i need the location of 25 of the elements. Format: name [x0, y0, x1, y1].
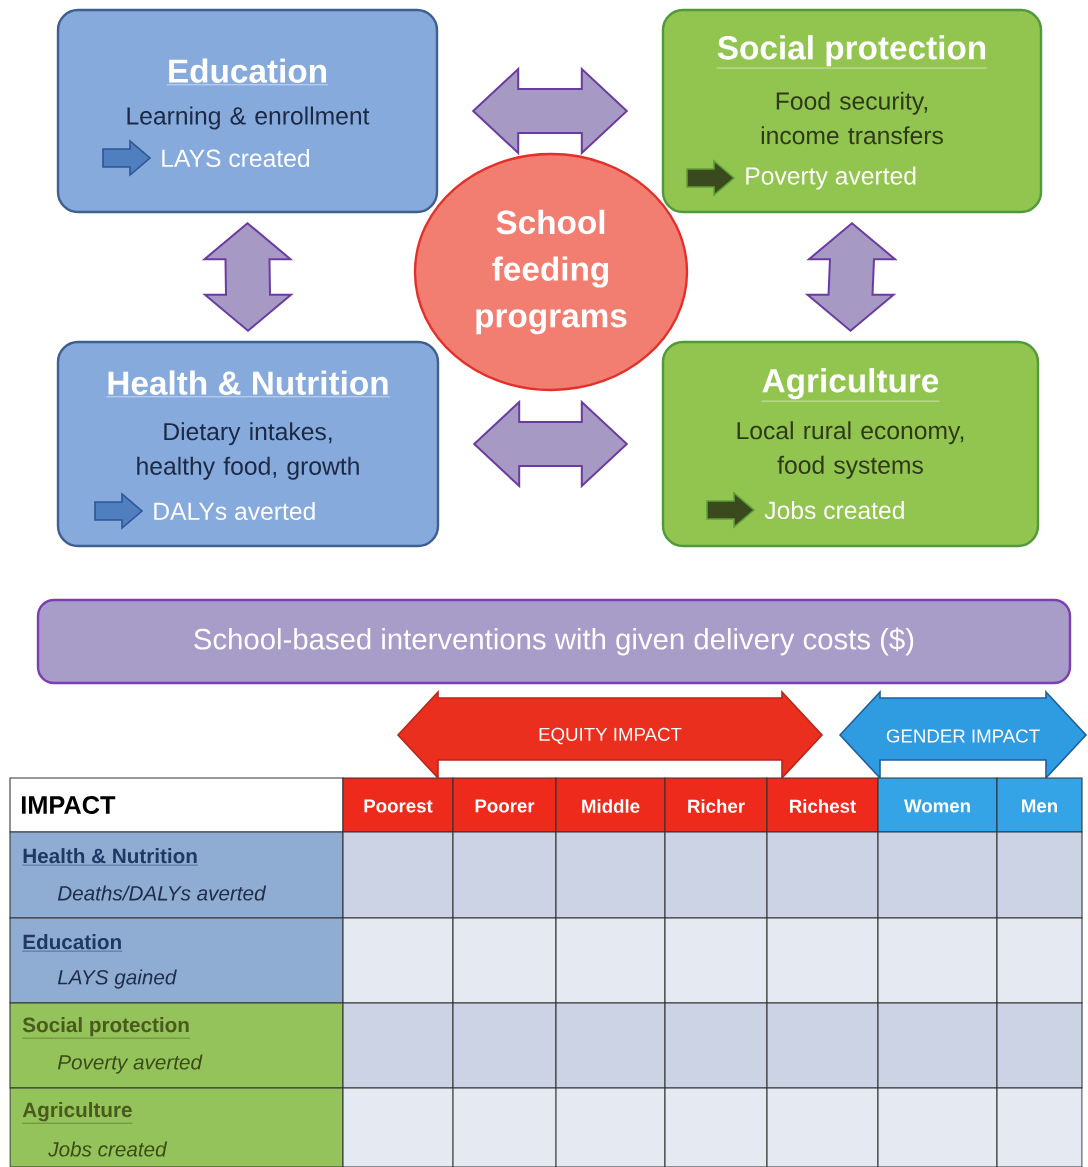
- node-label: Local rural economy, food systems: [737, 421, 964, 479]
- node-label: Poverty averted: [746, 166, 916, 190]
- header-cell: Men: [996, 777, 1083, 833]
- node-label: Learning & enrollment: [127, 106, 370, 130]
- row-header-cell: Health & Nutrition Deaths/DALYs averted: [9, 831, 344, 919]
- node-label: Health & Nutrition: [108, 370, 388, 395]
- header-cell: Poorest: [342, 777, 454, 833]
- banner-box: School-based interventions with given delivery costs ($): [36, 598, 1072, 685]
- header-cell: IMPACT: [9, 777, 344, 833]
- header-cell: Women: [877, 777, 998, 833]
- node-label: Dietary intakes, healthy food, growth: [137, 422, 359, 480]
- row-header-cell: Social protection Poverty averted: [9, 1002, 344, 1089]
- node-label: Agriculture: [762, 368, 939, 400]
- header-cell: Richest: [766, 777, 879, 833]
- header-cell: Richer: [664, 777, 768, 833]
- node-label: Social protection: [717, 35, 986, 67]
- header-cell: Poorer: [452, 777, 557, 833]
- header-cell: Middle: [555, 777, 666, 833]
- node-label: Jobs created: [764, 500, 904, 520]
- row-header-cell: Education LAYS gained: [9, 917, 344, 1004]
- node-label: DALYs averted: [154, 501, 315, 521]
- row-header-cell: Agriculture Jobs created: [9, 1087, 344, 1167]
- node-label: Food security, income transfers: [761, 91, 943, 145]
- node-label: LAYS created: [162, 148, 310, 168]
- node-label: Education: [169, 58, 326, 83]
